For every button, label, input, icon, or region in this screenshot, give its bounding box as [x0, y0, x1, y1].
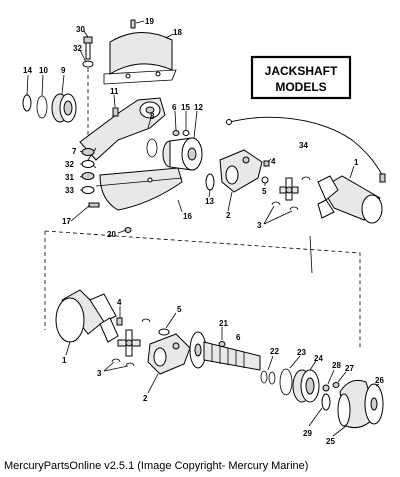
callout-3-upper: 3 [257, 221, 262, 230]
title-box: JACKSHAFT MODELS [250, 55, 352, 100]
part-2-yoke-lower [147, 333, 191, 375]
part-21-shaft [189, 331, 261, 371]
part-ujoint-upper [279, 177, 299, 201]
part-1-driveshaft-lower [55, 289, 119, 343]
callout-25: 25 [326, 437, 335, 446]
callout-24: 24 [314, 354, 323, 363]
callout-6-lower: 6 [236, 333, 241, 342]
part-22-rings [260, 370, 276, 385]
callout-2-upper: 2 [226, 211, 231, 220]
callout-28: 28 [332, 361, 341, 370]
part-3-clips-lower [111, 318, 151, 367]
part-26-flange [364, 383, 384, 425]
callout-19: 19 [145, 17, 154, 26]
callout-10: 10 [39, 66, 48, 75]
part-5-cap-upper [261, 176, 269, 184]
callout-5-upper: 5 [262, 187, 267, 196]
callout-32-upper: 32 [73, 44, 82, 53]
detail-box-outline [44, 230, 361, 350]
part-18-cover [103, 31, 177, 85]
part-28-fitting [322, 384, 330, 392]
part-3-clips-upper [271, 176, 311, 211]
part-8-bracket [79, 97, 166, 169]
part-11-pin [112, 107, 119, 117]
leader-lines [26, 20, 380, 437]
callout-11: 11 [110, 87, 119, 96]
part-10-ring [36, 95, 48, 119]
copyright-caption: MercuryPartsOnline v2.5.1 (Image Copyrig… [4, 460, 309, 472]
part-32-washer [82, 60, 94, 68]
part-5-cap-lower [158, 328, 170, 336]
part-1-driveshaft-upper [317, 175, 383, 224]
part-9-bearing [51, 93, 77, 123]
callout-23: 23 [297, 348, 306, 357]
title-line-2: MODELS [275, 80, 326, 94]
callout-32-lower: 32 [65, 160, 74, 169]
part-19-screw [130, 19, 136, 29]
callout-18: 18 [173, 28, 182, 37]
callout-6-upper: 6 [172, 103, 177, 112]
callout-29: 29 [303, 429, 312, 438]
part-32-washer-lower [81, 160, 95, 168]
callout-16: 16 [183, 212, 192, 221]
callout-12: 12 [194, 103, 203, 112]
callout-4-lower: 4 [117, 298, 122, 307]
exploded-parts-diagram: JACKSHAFT MODELS [22, 17, 386, 446]
callout-3-lower: 3 [97, 369, 102, 378]
part-15-washer [182, 130, 190, 136]
callout-1-lower: 1 [62, 356, 67, 365]
callout-7: 7 [72, 147, 77, 156]
callout-27: 27 [345, 364, 354, 373]
part-12-flange [162, 137, 203, 171]
part-seal-small [146, 138, 158, 158]
part-33-washer [81, 186, 95, 194]
callout-2-lower: 2 [143, 394, 148, 403]
part-30-bolt [83, 36, 93, 60]
callout-17: 17 [62, 217, 71, 226]
callout-4-upper: 4 [271, 157, 276, 166]
callout-14: 14 [23, 66, 32, 75]
callout-5-lower: 5 [177, 305, 182, 314]
callout-30: 30 [76, 25, 85, 34]
callout-1-upper: 1 [354, 158, 359, 167]
callout-15: 15 [181, 103, 190, 112]
part-ujoint-lower [117, 329, 141, 357]
part-31-nut [81, 172, 95, 180]
callout-13: 13 [205, 197, 214, 206]
callouts: 19 30 18 32 14 10 9 11 8 6 15 12 34 7 32… [23, 17, 384, 446]
part-24-bearing [292, 369, 320, 403]
part-23-snap-ring [279, 368, 293, 396]
callout-34: 34 [299, 141, 308, 150]
callout-33: 33 [65, 186, 74, 195]
callout-8: 8 [150, 112, 155, 121]
part-6-nut-lower [218, 341, 226, 347]
part-13-seal [205, 173, 215, 191]
part-14-ring [22, 94, 32, 112]
part-16-cover [95, 167, 183, 211]
title-line-1: JACKSHAFT [265, 64, 338, 78]
part-29-seal [321, 393, 331, 411]
callout-21: 21 [219, 319, 228, 328]
callout-26: 26 [375, 376, 384, 385]
part-6-nut [172, 130, 180, 136]
callout-20: 20 [107, 230, 116, 239]
callout-22: 22 [270, 347, 279, 356]
part-2-yoke-upper [219, 149, 263, 193]
callout-31: 31 [65, 173, 74, 182]
part-34-cable [226, 116, 386, 183]
part-4-bolt-lower [116, 317, 123, 326]
part-27-nut [332, 382, 340, 388]
part-17-bolt [88, 202, 100, 208]
part-4-bolt-upper [263, 160, 270, 167]
part-7-nut [81, 148, 95, 156]
callout-9: 9 [61, 66, 66, 75]
